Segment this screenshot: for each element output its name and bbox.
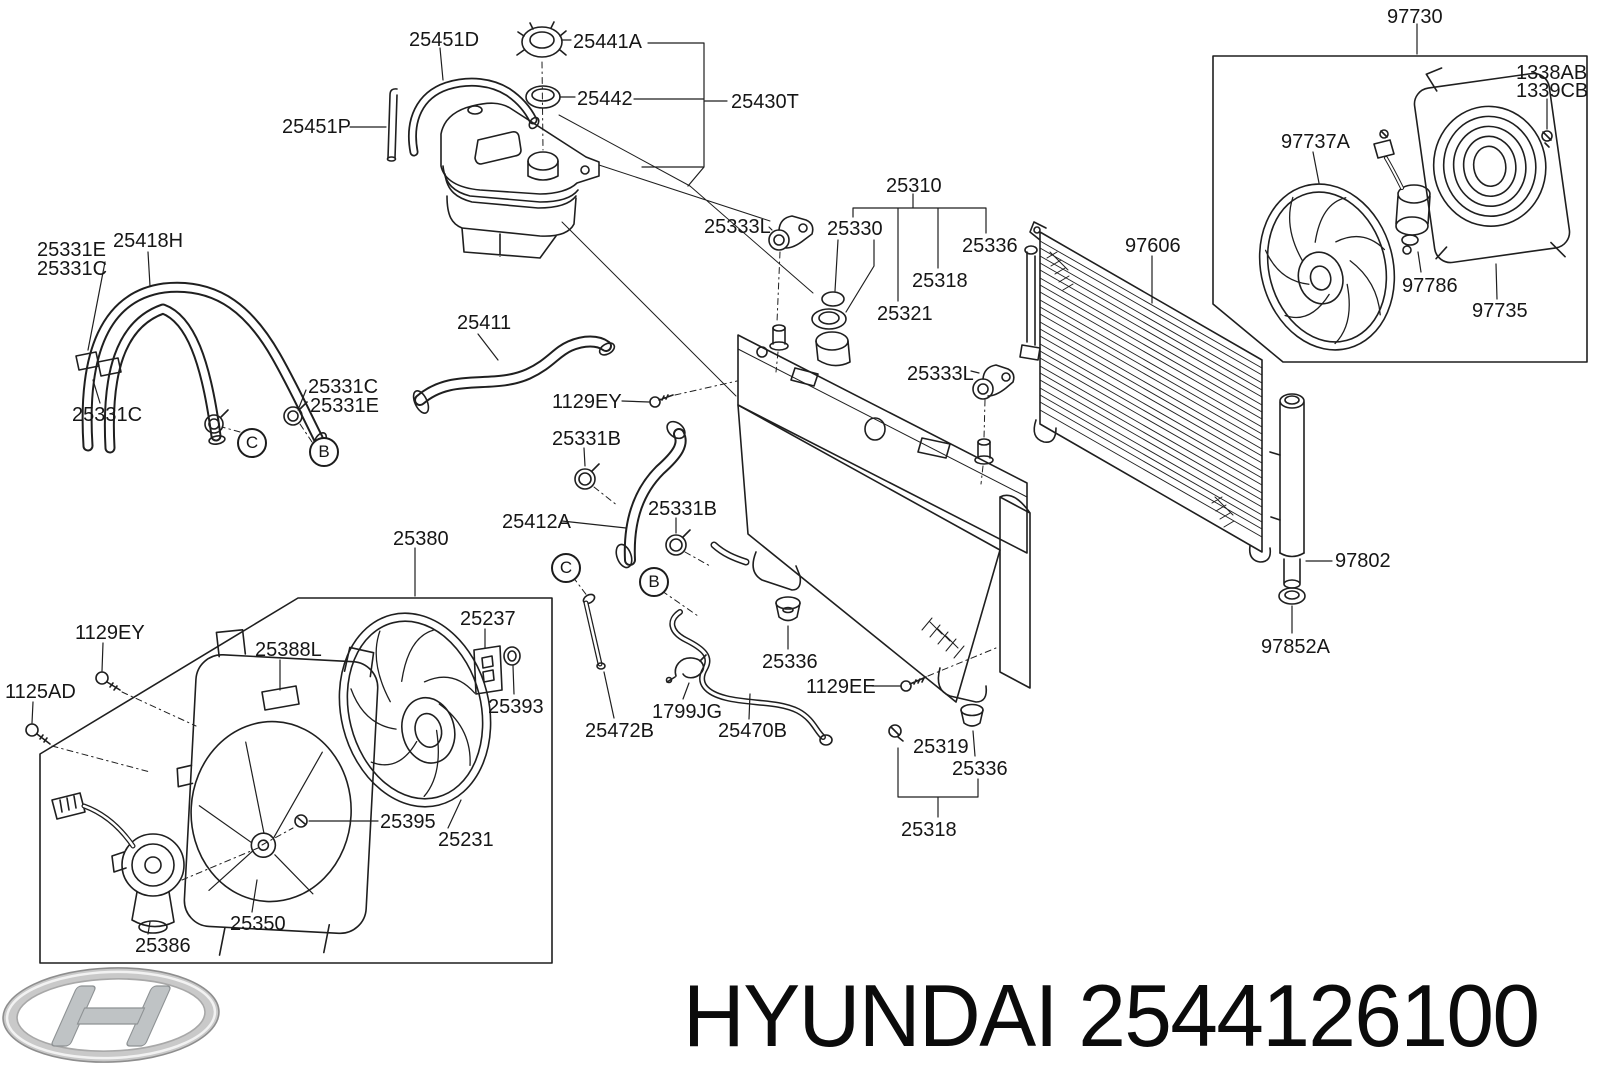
part-label-25336-c: 25336	[952, 758, 1008, 780]
part-label-25386: 25386	[135, 935, 191, 957]
ac-fan-assembly-drawing	[1258, 67, 1571, 351]
connection-badge-B2: B	[639, 567, 669, 597]
part-label-25331E-c: 25331E	[310, 395, 379, 417]
part-label-1129EY-a: 1129EY	[552, 391, 622, 413]
part-label-25237: 25237	[460, 608, 516, 630]
part-label-25331C-a: 25331C	[37, 258, 108, 280]
part-label-25318-a: 25318	[912, 270, 968, 292]
engine-fan-assembly-drawing	[25, 612, 521, 956]
heater-hose-assembly-drawing	[75, 251, 328, 454]
radiator-lower-hose-drawing	[561, 420, 711, 617]
part-label-25333L-b: 25333L	[907, 363, 974, 385]
part-label-25331C-c: 25331C	[308, 376, 379, 398]
part-label-25418H: 25418H	[113, 230, 184, 252]
part-label-25451D: 25451D	[409, 29, 480, 51]
part-label-25231: 25231	[438, 829, 494, 851]
ac-condenser-drawing	[1019, 221, 1272, 563]
part-label-25395: 25395	[380, 811, 436, 833]
part-label-97735: 97735	[1472, 300, 1528, 322]
brand-text: HYUNDAI	[683, 966, 1058, 1065]
part-label-1129EY-b: 1129EY	[75, 622, 145, 644]
part-label-25380: 25380	[393, 528, 449, 550]
part-label-25470B: 25470B	[718, 720, 787, 742]
part-label-25441A: 25441A	[573, 31, 642, 53]
part-label-25321: 25321	[877, 303, 933, 325]
ac-fan-box-outline	[1212, 23, 1588, 363]
connection-badge-C1: C	[237, 428, 267, 458]
radiator-upper-hose-drawing	[412, 333, 616, 414]
part-label-97606: 97606	[1125, 235, 1181, 257]
part-label-25472B: 25472B	[585, 720, 654, 742]
part-label-97786: 97786	[1402, 275, 1458, 297]
reservoir-tank-drawing	[349, 21, 814, 397]
part-label-1125AD: 1125AD	[5, 681, 76, 703]
part-label-25333L-a: 25333L	[704, 216, 771, 238]
part-label-25393: 25393	[488, 696, 544, 718]
part-label-1129EE: 1129EE	[806, 676, 876, 698]
part-label-25331B-b: 25331B	[648, 498, 717, 520]
part-label-97730: 97730	[1387, 6, 1443, 28]
part-label-25388L: 25388L	[255, 639, 322, 661]
part-label-97737A: 97737A	[1281, 131, 1350, 153]
part-label-25442: 25442	[577, 88, 633, 110]
part-label-25350: 25350	[230, 913, 286, 935]
part-label-97852A: 97852A	[1261, 636, 1330, 658]
part-label-25336-b: 25336	[762, 651, 818, 673]
part-label-25319: 25319	[913, 736, 969, 758]
part-label-1339CB: 1339CB	[1516, 80, 1589, 102]
part-label-1338AB: 1338AB	[1516, 62, 1588, 84]
hyundai-logo	[2, 967, 220, 1063]
part-label-25411: 25411	[457, 312, 512, 334]
part-label-25331E-a: 25331E	[37, 239, 106, 261]
part-label-25318-b: 25318	[901, 819, 957, 841]
part-label-1799JG: 1799JG	[652, 701, 723, 723]
fan-assembly-box-outline	[39, 547, 553, 964]
part-label-25331B-a: 25331B	[552, 428, 621, 450]
connection-badge-C2: C	[551, 553, 581, 583]
part-label-25430T: 25430T	[731, 91, 799, 113]
part-label-25451P: 25451P	[282, 116, 351, 138]
part-label-25336-a: 25336	[962, 235, 1018, 257]
receiver-drier-drawing	[1269, 393, 1333, 634]
part-label-25310: 25310	[886, 175, 942, 197]
radiator-drawing	[582, 193, 1031, 818]
part-label-25412A: 25412A	[502, 511, 571, 533]
connection-badge-B1: B	[309, 437, 339, 467]
part-label-97802: 97802	[1335, 550, 1391, 572]
part-label-25331C-b: 25331C	[72, 404, 143, 426]
part-number-text: 2544126100	[1078, 966, 1540, 1065]
part-label-25330: 25330	[827, 218, 883, 240]
